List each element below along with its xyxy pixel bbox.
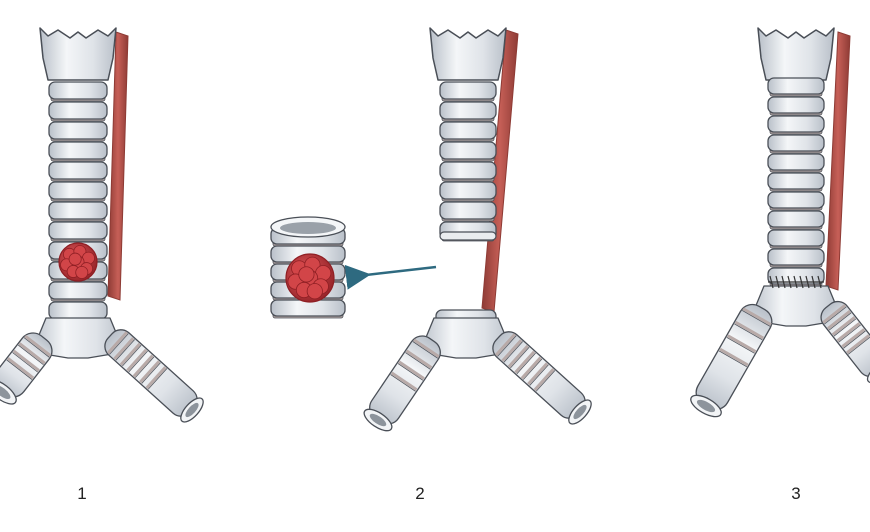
bronchus-ring (6, 357, 35, 380)
cartilage-ring (48, 281, 108, 300)
bronchus-ring (119, 342, 141, 366)
cartilage-ring (48, 101, 108, 120)
larynx-cartilage (757, 27, 835, 81)
cartilage-ring (439, 201, 497, 220)
upper-cut-end (439, 231, 497, 241)
right-bronchus (492, 331, 592, 425)
cartilage-ring (767, 172, 825, 190)
cartilage-ring (439, 141, 497, 160)
bronchus-ring (413, 338, 440, 358)
bronchus-ring (527, 362, 549, 386)
cartilage-ring (48, 201, 108, 220)
bronchus-ring (742, 307, 772, 326)
suture-line-icon (768, 275, 824, 289)
panel-1-label: 1 (77, 484, 87, 503)
bronchus-opening (866, 360, 870, 384)
cartilage-ring (48, 301, 108, 320)
cartilage-ring (767, 248, 825, 266)
bronchus-ring (113, 337, 135, 360)
left-bronchus (690, 303, 773, 418)
bronchus-ring (507, 344, 529, 368)
cartilage-ring (767, 191, 825, 209)
panel-2 (363, 27, 592, 432)
bronchus-ring (822, 304, 847, 324)
cartilage-ring (48, 161, 108, 180)
cartilage-ring (439, 161, 497, 180)
bronchus-ring (514, 350, 536, 374)
bronchus-ring (734, 320, 764, 340)
cartilage-ring (767, 134, 825, 152)
esophagus-muscle (825, 31, 851, 291)
bronchus-ring (846, 334, 870, 354)
suture-stitch (775, 275, 780, 289)
bronchus-ring (831, 316, 856, 336)
right-bronchus (820, 300, 870, 384)
cartilage-ring (48, 81, 108, 100)
suture-stitch (793, 275, 798, 289)
cartilage-ring (439, 181, 497, 200)
cartilage-ring (48, 121, 108, 140)
bronchus-ring (398, 360, 425, 380)
suture-stitch (769, 275, 774, 289)
bronchus-ring (501, 339, 523, 362)
cartilage-ring (439, 121, 497, 140)
tumor-mass-icon (58, 242, 98, 282)
cartilage-ring (767, 210, 825, 228)
cartilage-ring (767, 229, 825, 247)
cartilage-ring (48, 141, 108, 160)
panel-3 (690, 27, 870, 418)
panel-2-label: 2 (415, 484, 425, 503)
bronchus-ring (145, 366, 167, 389)
bronchus-ring (18, 342, 46, 365)
bronchus-ring (106, 331, 128, 355)
bronchus-ring (727, 334, 757, 353)
bronchus-ring (139, 360, 161, 384)
bronchus-ring (132, 354, 154, 378)
bronchus-ring (520, 356, 542, 380)
bronchus-ring (390, 371, 418, 391)
suture-stitch (805, 275, 810, 289)
bronchus-ring (719, 347, 749, 367)
cartilage-ring (767, 153, 825, 171)
suture-stitch (781, 275, 786, 289)
cartilage-ring (439, 101, 497, 120)
larynx-cartilage (39, 27, 117, 81)
esophagus-muscle (107, 31, 129, 301)
left-bronchus (0, 332, 53, 405)
cartilage-ring (767, 96, 825, 114)
bronchus-ring (24, 334, 52, 357)
suture-stitch (787, 275, 792, 289)
cartilage-ring (48, 181, 108, 200)
bronchus-ring (836, 322, 861, 342)
bronchus-ring (533, 368, 555, 391)
resection-arrow-icon (344, 264, 437, 290)
bronchus-ring (827, 310, 851, 330)
suture-stitch (817, 275, 822, 289)
panel-3-label: 3 (791, 484, 801, 503)
tumor-mass-icon (285, 253, 335, 303)
resected-segment (270, 216, 346, 319)
suture-stitch (811, 275, 816, 289)
bronchus-ring (841, 328, 866, 348)
right-bronchus (104, 329, 204, 423)
bronchus-ring (126, 348, 148, 372)
bronchus-ring (494, 333, 516, 357)
suture-stitch (799, 275, 804, 289)
left-bronchus (363, 335, 441, 432)
bronchus-ring (12, 349, 40, 372)
cartilage-ring (439, 81, 497, 100)
bronchus-ring (405, 349, 433, 369)
cartilage-ring (767, 115, 825, 133)
cartilage-ring (767, 77, 825, 95)
larynx-cartilage (429, 27, 507, 81)
cartilage-ring (48, 221, 108, 240)
panel-1 (0, 27, 204, 423)
